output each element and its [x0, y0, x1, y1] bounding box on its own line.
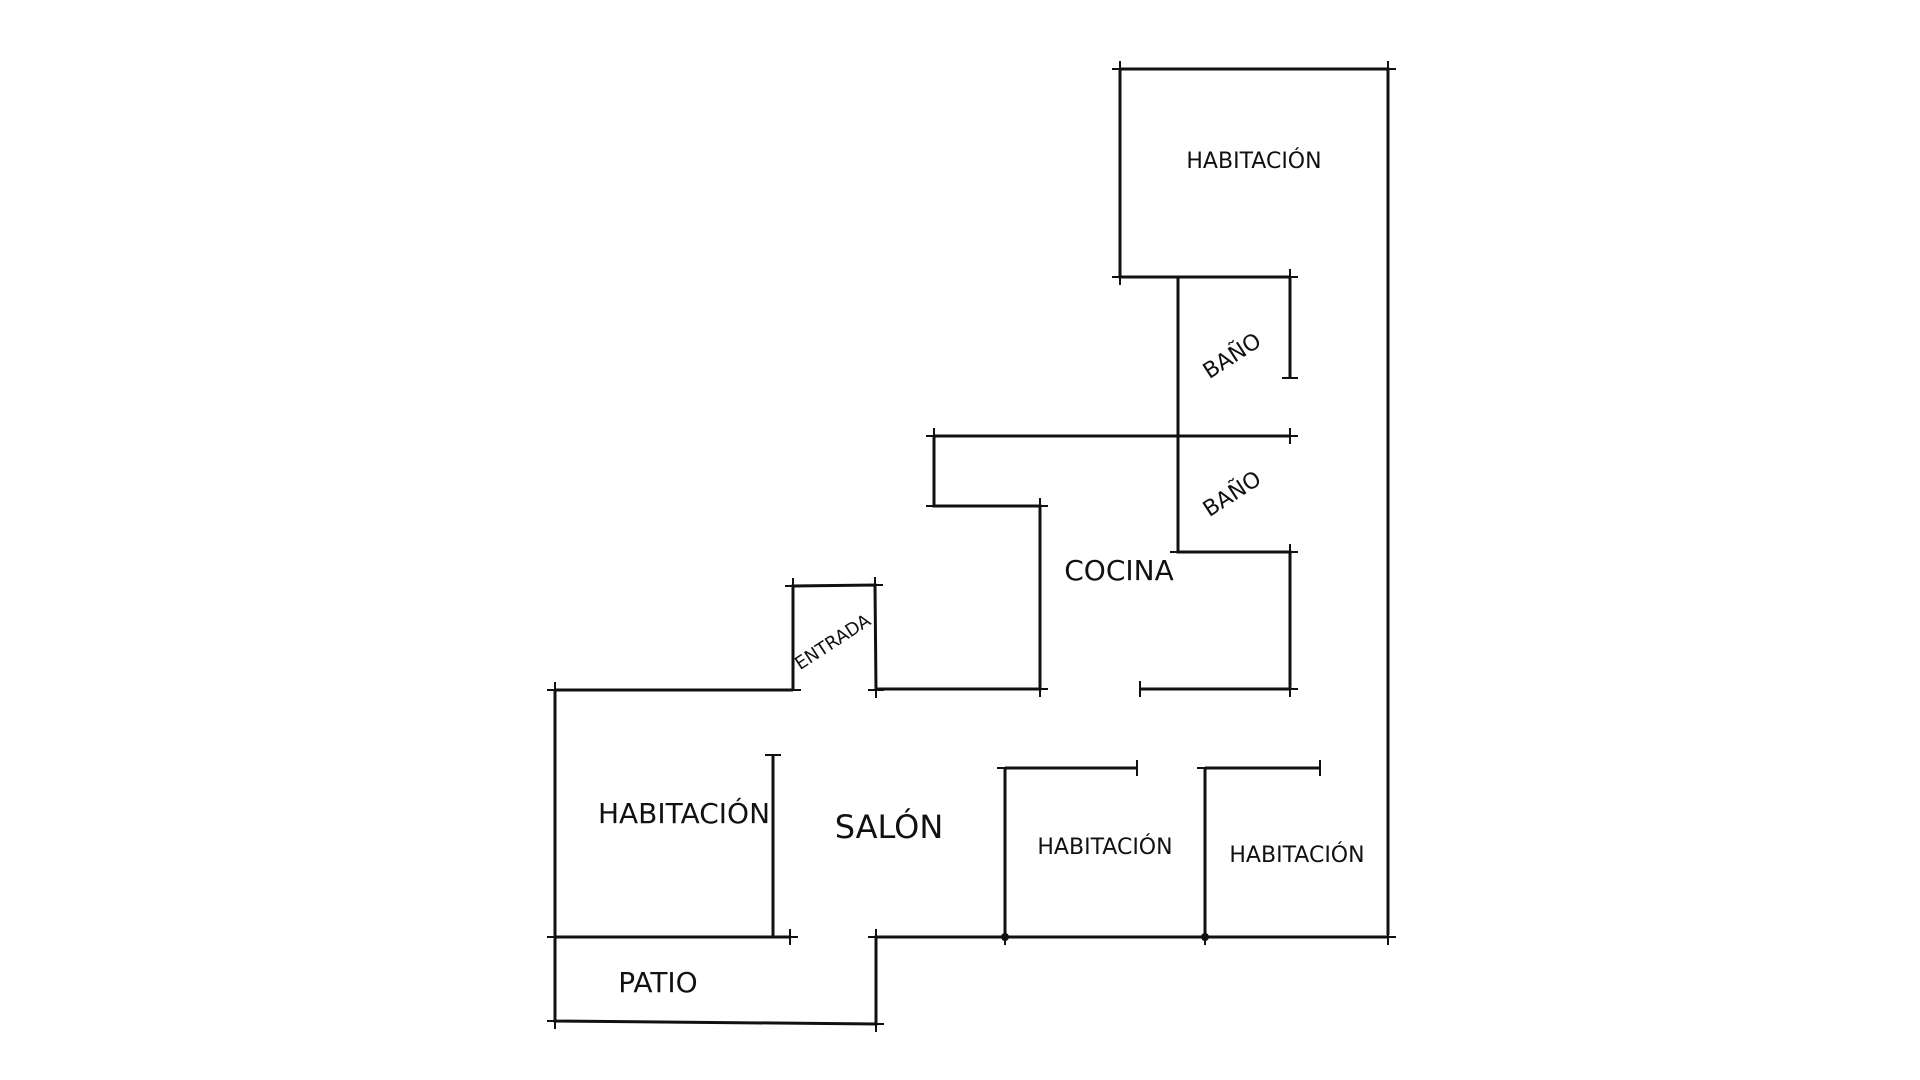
walls	[553, 67, 1390, 1026]
label-patio: PATIO	[618, 966, 697, 999]
wall-ticks	[547, 61, 1396, 1032]
joint-dot-right	[1201, 933, 1209, 941]
wall-left-bedroom	[555, 755, 790, 939]
label-habitacion-left: HABITACIÓN	[598, 796, 770, 830]
ticks-horizontal	[547, 68, 1396, 1025]
label-habitacion-top: HABITACIÓN	[1186, 148, 1321, 174]
label-habitacion-mid: HABITACIÓN	[1037, 834, 1172, 860]
joint-dot-mid	[1001, 933, 1009, 941]
label-cocina: COCINA	[1064, 554, 1174, 587]
label-salon: SALÓN	[835, 807, 944, 846]
wall-right-bedroom	[1203, 766, 1320, 937]
label-bano-upper: BAÑO	[1198, 327, 1266, 384]
label-bano-lower: BAÑO	[1198, 465, 1266, 522]
label-entrada: ENTRADA	[791, 610, 875, 675]
wall-mid-bedroom	[1003, 766, 1137, 937]
wall-entrance	[791, 583, 878, 691]
label-habitacion-right: HABITACIÓN	[1229, 842, 1364, 868]
wall-upper-bath	[1176, 277, 1292, 690]
wall-top-bedroom-outline	[1118, 67, 1390, 935]
ticks-vertical	[554, 61, 1389, 1032]
